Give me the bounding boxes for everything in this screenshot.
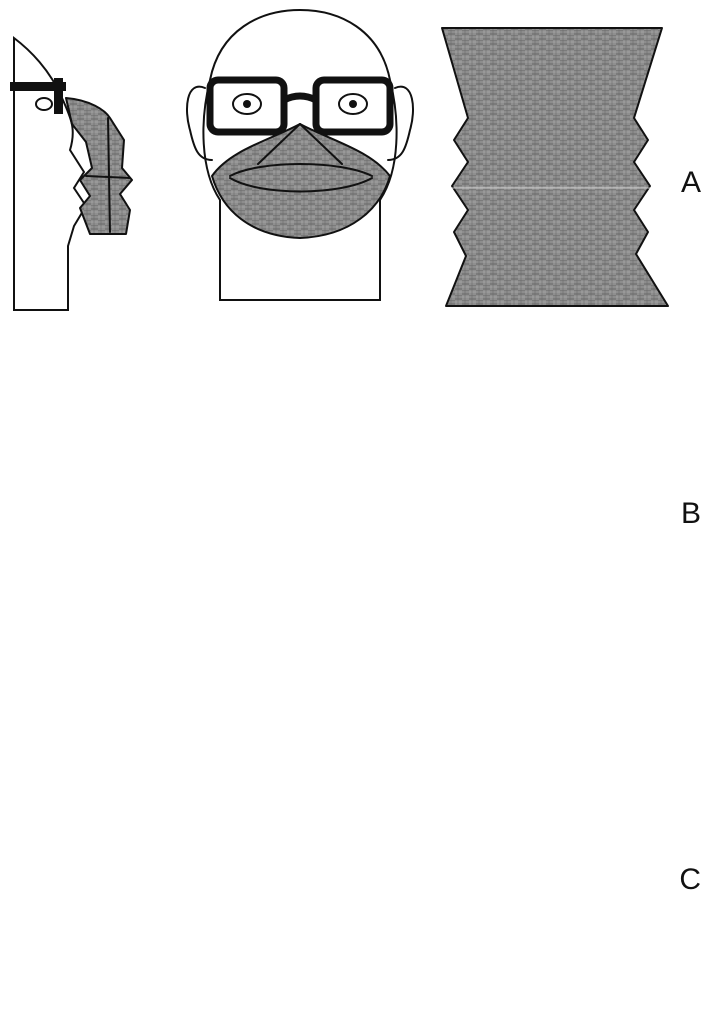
profile-head-a	[10, 38, 132, 310]
mask-flat-a	[442, 28, 668, 306]
row-label-c: C	[679, 865, 701, 895]
row-label-a: A	[681, 168, 701, 198]
front-head-a	[187, 10, 413, 300]
row-label-b: B	[681, 499, 701, 529]
row-a	[10, 10, 668, 310]
